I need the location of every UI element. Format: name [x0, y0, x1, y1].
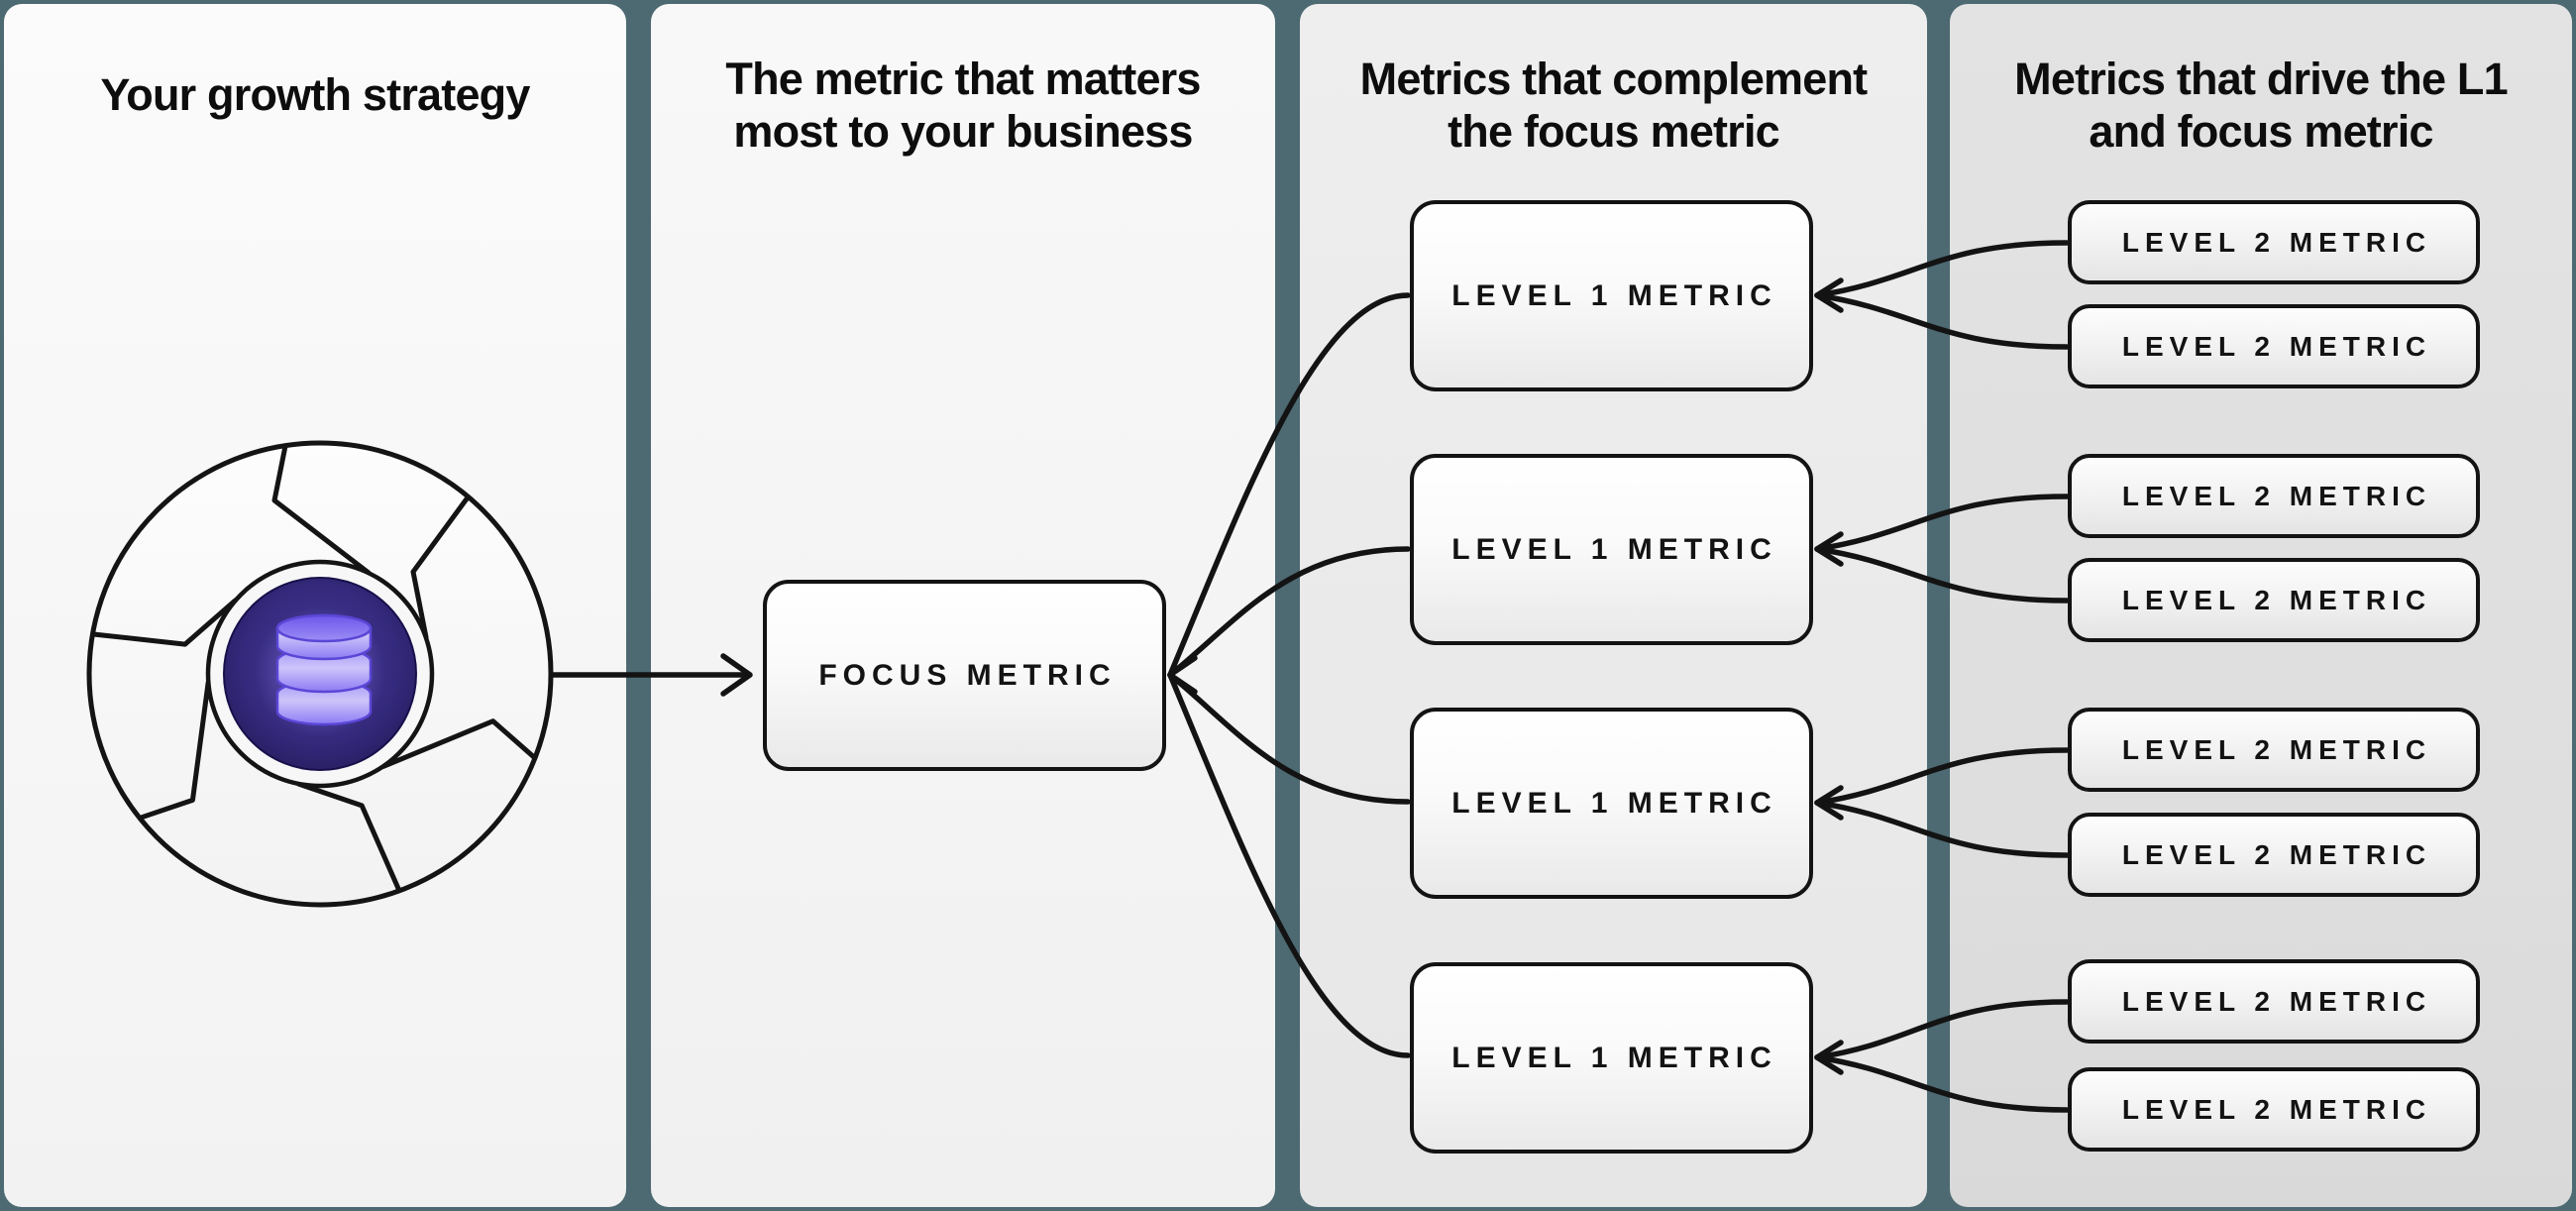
level2-metric-label: LEVEL 2 METRIC — [2121, 584, 2432, 615]
focus-metric-box: FOCUS METRIC — [763, 580, 1166, 771]
level2-metric-box-2: LEVEL 2 METRIC — [2068, 304, 2480, 388]
level2-metric-box-7: LEVEL 2 METRIC — [2068, 959, 2480, 1044]
level1-metric-box-4: LEVEL 1 METRIC — [1410, 962, 1813, 1154]
arrowhead-into-level1-1 — [1814, 277, 1844, 313]
column-title-focus-metric: The metric that matters most to your bus… — [725, 54, 1201, 157]
level2-metric-label: LEVEL 2 METRIC — [2121, 733, 2432, 765]
database-icon — [275, 613, 373, 726]
level2-metric-box-6: LEVEL 2 METRIC — [2068, 813, 2480, 897]
flywheel-blades — [90, 443, 538, 893]
level1-metric-box-2: LEVEL 1 METRIC — [1410, 454, 1813, 645]
level2-metric-box-3: LEVEL 2 METRIC — [2068, 454, 2480, 538]
level1-metric-label: LEVEL 1 METRIC — [1451, 278, 1777, 312]
level2-metric-box-8: LEVEL 2 METRIC — [2068, 1067, 2480, 1152]
connectors-level2-to-level1 — [1814, 240, 2070, 1113]
level1-metric-label: LEVEL 1 METRIC — [1451, 1041, 1777, 1074]
arrowhead-into-level1-3 — [1814, 785, 1844, 821]
level2-metric-label: LEVEL 2 METRIC — [2121, 480, 2432, 511]
connector-lines — [551, 240, 2070, 1113]
flywheel-icon — [86, 440, 554, 908]
arrowhead-into-level1-4 — [1814, 1040, 1844, 1075]
level1-metric-box-1: LEVEL 1 METRIC — [1410, 200, 1813, 391]
level1-metric-box-3: LEVEL 1 METRIC — [1410, 708, 1813, 899]
level2-metric-label: LEVEL 2 METRIC — [2121, 1093, 2432, 1125]
arrow-flywheel-to-focus — [551, 653, 753, 697]
level2-metric-box-5: LEVEL 2 METRIC — [2068, 708, 2480, 792]
column-title-level1-metrics: Metrics that complement the focus metric — [1359, 54, 1869, 157]
column-title-level2-metrics: Metrics that drive the L1 and focus metr… — [2014, 54, 2508, 157]
level1-metric-label: LEVEL 1 METRIC — [1451, 786, 1777, 820]
arrowhead-into-level1-2 — [1814, 531, 1844, 567]
column-title-growth-strategy: Your growth strategy — [100, 69, 530, 120]
focus-metric-label: FOCUS METRIC — [818, 658, 1117, 692]
level2-metric-label: LEVEL 2 METRIC — [2121, 226, 2432, 258]
connectors-level1-to-focus — [1167, 292, 1411, 1058]
level2-metric-box-4: LEVEL 2 METRIC — [2068, 558, 2480, 642]
level2-metric-label: LEVEL 2 METRIC — [2121, 330, 2432, 362]
level2-metric-box-1: LEVEL 2 METRIC — [2068, 200, 2480, 284]
level2-metric-label: LEVEL 2 METRIC — [2121, 985, 2432, 1017]
arrowhead-into-focus — [1167, 655, 1198, 695]
level1-metric-label: LEVEL 1 METRIC — [1451, 532, 1777, 566]
level2-metric-label: LEVEL 2 METRIC — [2121, 838, 2432, 870]
